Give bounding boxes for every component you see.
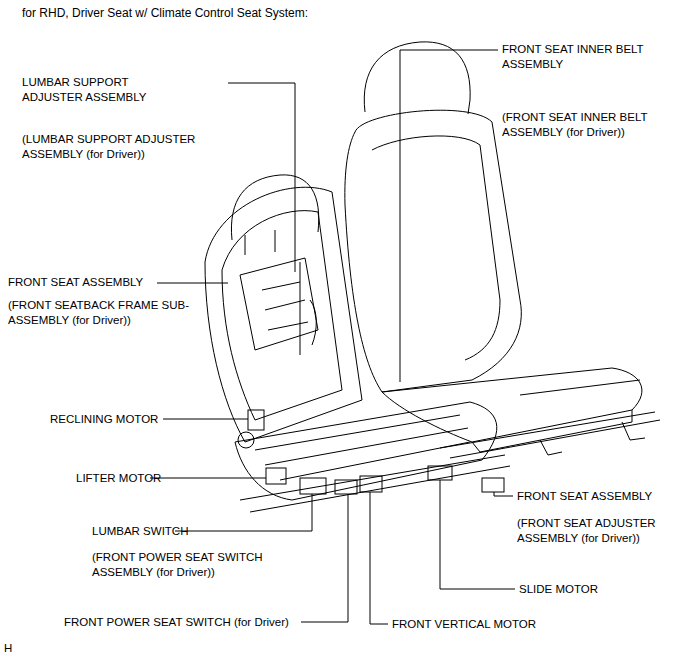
part-label: FRONT POWER SEAT SWITCH (for Driver) xyxy=(64,615,289,630)
part-label: LUMBAR SUPPORT ADJUSTER ASSEMBLY xyxy=(22,75,167,105)
diagram-title: for RHD, Driver Seat w/ Climate Control … xyxy=(22,6,308,21)
part-label: (FRONT SEATBACK FRAME SUB-ASSEMBLY (for … xyxy=(8,298,198,328)
part-label: SLIDE MOTOR xyxy=(519,582,598,597)
part-label: FRONT SEAT ASSEMBLY xyxy=(8,275,143,290)
figure-code: H xyxy=(4,641,12,656)
part-label: RECLINING MOTOR xyxy=(50,412,158,427)
part-label: LUMBAR SWITCH xyxy=(92,524,188,539)
part-label: (LUMBAR SUPPORT ADJUSTER ASSEMBLY (for D… xyxy=(22,132,222,162)
part-label: (FRONT SEAT ADJUSTER ASSEMBLY (for Drive… xyxy=(517,516,682,546)
part-label: FRONT VERTICAL MOTOR xyxy=(392,617,536,632)
part-label: (FRONT SEAT INNER BELT ASSEMBLY (for Dri… xyxy=(502,110,677,140)
part-label: (FRONT POWER SEAT SWITCH ASSEMBLY (for D… xyxy=(92,550,292,580)
part-label: FRONT SEAT ASSEMBLY xyxy=(517,489,652,504)
part-label: FRONT SEAT INNER BELT ASSEMBLY xyxy=(502,42,662,72)
part-label: LIFTER MOTOR xyxy=(76,471,161,486)
